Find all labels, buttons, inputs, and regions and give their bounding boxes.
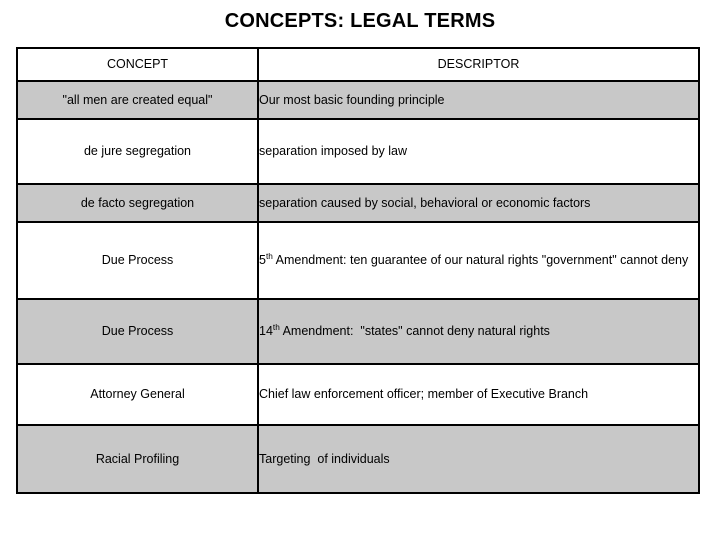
cell-descriptor: Targeting of individuals xyxy=(257,424,700,494)
cell-concept: Attorney General xyxy=(16,363,259,426)
column-header-concept: CONCEPT xyxy=(16,47,259,82)
ordinal-suffix: th xyxy=(272,322,280,332)
descriptor-text: Chief law enforcement officer; member of… xyxy=(259,387,589,402)
table-row: Due Process 14th Amendment: "states" can… xyxy=(16,298,700,365)
table-header: CONCEPT DESCRIPTOR xyxy=(16,47,700,82)
cell-descriptor: Chief law enforcement officer; member of… xyxy=(257,363,700,426)
cell-concept: de jure segregation xyxy=(16,118,259,185)
cell-concept: "all men are created equal" xyxy=(16,80,259,120)
table-row: Attorney General Chief law enforcement o… xyxy=(16,363,700,426)
descriptor-text: separation imposed by law xyxy=(259,144,407,159)
amendment-number: 14 xyxy=(259,324,273,339)
column-header-descriptor: DESCRIPTOR xyxy=(257,47,700,82)
cell-descriptor: 14th Amendment: "states" cannot deny nat… xyxy=(257,298,700,365)
ordinal-suffix: th xyxy=(265,251,273,261)
cell-descriptor: 5th Amendment: ten guarantee of our natu… xyxy=(257,221,700,300)
table-row: de facto segregation separation caused b… xyxy=(16,183,700,223)
cell-concept: Due Process xyxy=(16,221,259,300)
cell-descriptor: separation imposed by law xyxy=(257,118,700,185)
cell-concept: Due Process xyxy=(16,298,259,365)
table-body: "all men are created equal" Our most bas… xyxy=(16,80,700,494)
cell-descriptor: separation caused by social, behavioral … xyxy=(257,183,700,223)
cell-descriptor: Our most basic founding principle xyxy=(257,80,700,120)
concepts-table: CONCEPT DESCRIPTOR "all men are created … xyxy=(16,47,700,494)
page-title: CONCEPTS: LEGAL TERMS xyxy=(224,10,496,32)
descriptor-text: Our most basic founding principle xyxy=(259,92,445,107)
descriptor-text: Amendment: "states" cannot deny natural … xyxy=(279,324,550,339)
concepts-table-container: CONCEPT DESCRIPTOR "all men are created … xyxy=(16,47,700,494)
descriptor-text: separation caused by social, behavioral … xyxy=(259,195,591,210)
table-row: de jure segregation separation imposed b… xyxy=(16,118,700,185)
table-row: Racial Profiling Targeting of individual… xyxy=(16,424,700,494)
amendment-number: 5 xyxy=(259,253,266,268)
cell-concept: Racial Profiling xyxy=(16,424,259,494)
table-row: Due Process 5th Amendment: ten guarantee… xyxy=(16,221,700,300)
descriptor-text: Amendment: ten guarantee of our natural … xyxy=(272,253,689,268)
cell-concept: de facto segregation xyxy=(16,183,259,223)
table-header-row: CONCEPT DESCRIPTOR xyxy=(16,47,700,82)
descriptor-text: Targeting of individuals xyxy=(259,451,390,466)
table-row: "all men are created equal" Our most bas… xyxy=(16,80,700,120)
